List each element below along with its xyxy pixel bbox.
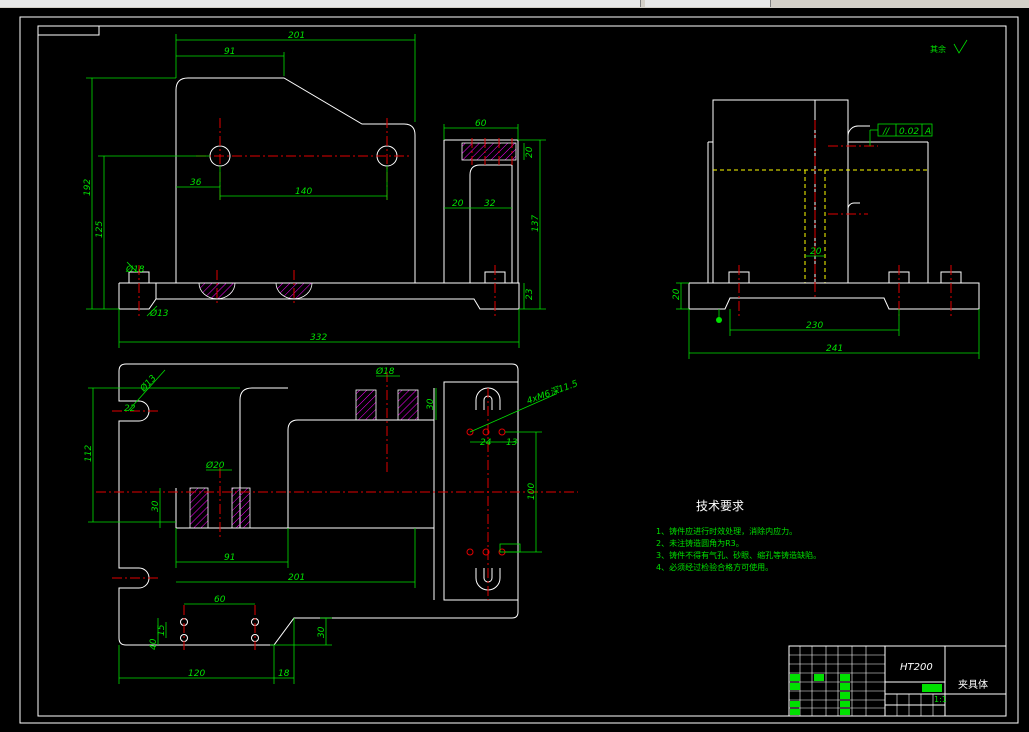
dim-30-plan: 30 — [151, 500, 161, 512]
dim-192: 192 — [83, 179, 93, 196]
dim-60-plan: 60 — [214, 595, 226, 605]
dim-20-right: 20 — [672, 288, 682, 300]
side-view[interactable]: // 0.02 A — [688, 99, 980, 323]
dim-dia-18-front: Ø18 — [125, 264, 145, 275]
cad-drawing-canvas[interactable]: 201 91 36 140 192 125 332 60 20 20 32 1 — [0, 8, 1029, 732]
toolbar-segment[interactable] — [645, 0, 771, 7]
title-block[interactable]: HT200 夹具体 1:1 — [788, 645, 1007, 717]
front-view[interactable] — [118, 77, 520, 316]
dim-dia-13-front: Ø13 — [149, 308, 169, 319]
front-dimensions: 201 91 36 140 192 125 332 60 20 20 32 1 — [83, 31, 546, 348]
material-label: HT200 — [900, 662, 933, 673]
dim-30-lower: 30 — [317, 626, 327, 638]
thread-callout: 4xM6深11.5 — [525, 378, 579, 407]
dim-36: 36 — [190, 178, 202, 188]
dim-dia-20: Ø20 — [205, 460, 225, 471]
dim-dia-13-plan: Ø13 — [137, 373, 158, 395]
dim-60-side: 60 — [475, 119, 487, 129]
dim-32: 32 — [484, 199, 496, 209]
dim-30-slot: 30 — [426, 398, 436, 410]
dim-112: 112 — [84, 445, 94, 462]
tech-item: 4、必须经过检验合格方可使用。 — [656, 562, 773, 572]
tech-item: 3、铸件不得有气孔、砂眼、缩孔等铸造缺陷。 — [656, 550, 821, 560]
tech-item: 1、铸件应进行时效处理，消除内应力。 — [656, 526, 797, 536]
dim-125: 125 — [95, 221, 105, 238]
tech-heading: 技术要求 — [696, 499, 744, 513]
dim-13: 13 — [506, 438, 518, 448]
side-dimensions: 230 241 20 20 其余 — [672, 39, 980, 359]
dim-91-top: 91 — [224, 47, 235, 57]
tech-item: 2、未注铸造圆角为R3。 — [656, 538, 744, 548]
parallelism-value: 0.02 — [899, 127, 919, 137]
dim-20-side: 20 — [525, 146, 535, 158]
toolbar-segment[interactable] — [515, 0, 641, 7]
dim-332: 332 — [310, 333, 327, 343]
plan-dimensions: 112 30 30 91 201 60 15 40 30 120 18 24 1… — [84, 366, 580, 684]
toolbar-segment[interactable] — [0, 0, 141, 7]
dim-22: 22 — [124, 404, 136, 414]
dim-91-plan: 91 — [224, 553, 235, 563]
dim-15: 15 — [157, 624, 167, 636]
part-name: 夹具体 — [958, 678, 988, 691]
dim-dia-18-plan: Ø18 — [375, 366, 395, 377]
scale-label: 1:1 — [934, 695, 947, 704]
toolbar-segment[interactable] — [140, 0, 186, 7]
roughness-note: 其余 — [930, 44, 946, 54]
dim-18: 18 — [278, 669, 290, 679]
dim-137: 137 — [531, 215, 541, 232]
window-top-strip — [0, 0, 1029, 8]
sheet-border — [19, 16, 1019, 724]
technical-requirements: 技术要求 1、铸件应进行时效处理，消除内应力。 2、未注铸造圆角为R3。 3、铸… — [656, 499, 821, 572]
plan-view[interactable] — [96, 363, 578, 650]
toolbar-segment[interactable] — [185, 0, 346, 7]
dim-241: 241 — [826, 344, 843, 354]
dim-201-plan: 201 — [288, 573, 305, 583]
dim-100: 100 — [527, 483, 537, 500]
parallelism-datum: A — [924, 127, 931, 137]
toolbar-segment[interactable] — [425, 0, 516, 7]
parallelism-symbol: // — [882, 127, 890, 137]
dim-20a: 20 — [452, 199, 464, 209]
dim-230: 230 — [806, 321, 823, 331]
dim-20-center: 20 — [810, 247, 822, 257]
dim-201-top: 201 — [288, 31, 305, 41]
toolbar-segment[interactable] — [345, 0, 426, 7]
dim-24: 24 — [480, 438, 492, 448]
dim-140: 140 — [295, 187, 312, 197]
dim-23: 23 — [525, 288, 535, 300]
dim-120: 120 — [188, 669, 205, 679]
dim-40: 40 — [149, 638, 159, 650]
